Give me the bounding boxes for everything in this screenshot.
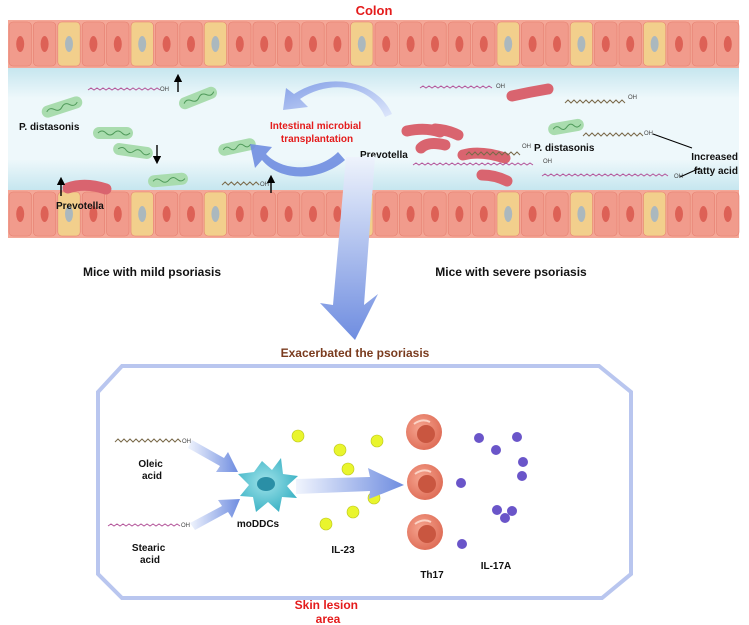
stearic-acid-structure xyxy=(107,523,181,527)
arrow-oleic-to-moddcs xyxy=(188,440,238,472)
oh-label: OH xyxy=(181,523,190,529)
il17a-particles xyxy=(456,432,528,549)
il23-dot xyxy=(333,443,347,457)
stearic-acid-label: Stearic acid xyxy=(132,543,168,566)
il23-particles xyxy=(291,429,384,531)
il17a-dot xyxy=(457,539,467,549)
prevotella-bacterium-left xyxy=(62,179,112,195)
increased-fatty-acid-label: Increased fatty acid xyxy=(691,152,740,177)
fatty-acid-pointer-line xyxy=(679,167,701,178)
th17-cell xyxy=(407,514,443,550)
prevotella-label-right: Prevotella xyxy=(360,150,408,161)
oh-label: OH xyxy=(628,95,637,101)
transplantation-label: Intestinal microbial transplantation xyxy=(270,121,364,145)
moddcs-label: moDDCs xyxy=(237,519,280,530)
oh-label: OH xyxy=(160,87,169,93)
fatty-acid-left-2 xyxy=(221,181,260,186)
oh-label: OH xyxy=(644,131,653,137)
p-distasonis-label-left: P. distasonis xyxy=(19,122,80,133)
il23-dot xyxy=(370,434,384,448)
th17-cell xyxy=(407,464,443,500)
fatty-acid-left-1 xyxy=(87,87,161,91)
il23-label: IL-23 xyxy=(331,545,355,556)
il17a-dot xyxy=(456,478,466,488)
top-epithelium xyxy=(8,20,740,68)
oh-label: OH xyxy=(522,144,531,150)
severe-psoriasis-title: Mice with severe psoriasis xyxy=(435,265,587,279)
il17a-dot xyxy=(512,432,522,442)
oh-label: OH xyxy=(260,182,269,188)
p-distasonis-bacteria-left xyxy=(41,86,256,188)
th17-cell xyxy=(406,414,442,450)
arrow-stearic-to-moddcs xyxy=(190,499,240,530)
colon-label: Colon xyxy=(356,3,393,18)
il17a-dot xyxy=(517,471,527,481)
il23-dot xyxy=(346,505,360,519)
mild-psoriasis-title: Mice with mild psoriasis xyxy=(83,265,221,279)
transplantation-cycle-arrows xyxy=(250,81,392,177)
p-distasonis-label-right: P. distasonis xyxy=(534,143,595,154)
il23-dot xyxy=(291,429,305,443)
oh-label: OH xyxy=(182,439,191,445)
il17a-dot xyxy=(507,506,517,516)
fatty-acid-pointer-line xyxy=(652,133,693,149)
oleic-acid-structure xyxy=(114,438,182,443)
arrow-to-th17 xyxy=(296,468,404,499)
oh-label: OH xyxy=(496,84,505,90)
oh-label: OH xyxy=(543,159,552,165)
moddcs-cell xyxy=(238,458,298,512)
il17a-dot xyxy=(500,513,510,523)
il23-dot xyxy=(319,517,333,531)
th17-label: Th17 xyxy=(420,570,444,581)
il17a-dot xyxy=(491,445,501,455)
il17a-dot xyxy=(518,457,528,467)
th17-cells xyxy=(406,414,443,550)
big-down-arrow xyxy=(320,157,378,340)
exacerbated-label: Exacerbated the psoriasis xyxy=(281,346,430,360)
il17a-dot xyxy=(474,433,484,443)
p-distasonis-bacterium-right xyxy=(548,118,584,136)
skin-lesion-area-label: Skin lesion area xyxy=(295,598,362,625)
oh-label: OH xyxy=(674,174,683,180)
prevotella-label-left: Prevotella xyxy=(56,201,104,212)
il17a-dot xyxy=(492,505,502,515)
fatty-acids-right xyxy=(412,85,669,177)
il17a-label: IL-17A xyxy=(481,561,512,572)
bottom-epithelium xyxy=(8,190,740,238)
il23-dot xyxy=(341,462,355,476)
oleic-acid-label: Oleic acid xyxy=(138,459,165,482)
